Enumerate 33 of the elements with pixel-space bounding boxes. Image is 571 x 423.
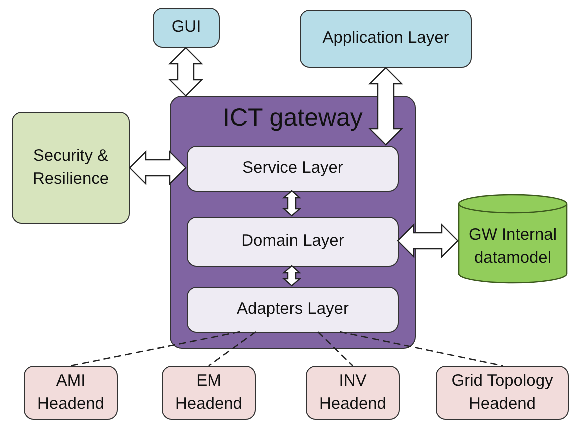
double-block-arrow [397, 224, 459, 258]
double-block-arrow [282, 265, 302, 287]
dashed-connector [340, 331, 504, 367]
node-label: Grid Topology Headend [450, 370, 554, 415]
layer-box [187, 146, 399, 192]
node-label: Security & Resilience [32, 146, 110, 190]
layer-box [187, 217, 399, 267]
node-label: Application Layer [322, 28, 450, 50]
node-label: AMI Headend [36, 370, 106, 415]
layer-box [153, 8, 220, 48]
node-label: Service Layer [242, 158, 344, 180]
security-box [12, 112, 130, 224]
headend-box [436, 366, 569, 420]
double-block-arrow [282, 190, 302, 217]
double-block-arrow [168, 47, 204, 97]
headend-box [162, 366, 256, 420]
database-cylinder [458, 194, 568, 284]
node-label: INV Headend [318, 370, 388, 415]
node-label: GW Internal datamodel [468, 224, 558, 269]
node-label: GUI [170, 17, 202, 38]
node-label: EM Headend [174, 370, 244, 415]
headend-box [24, 366, 118, 420]
gateway-panel [170, 96, 416, 349]
double-block-arrow [368, 67, 404, 146]
dashed-connector [318, 332, 354, 366]
node-label: ICT gateway [222, 103, 364, 134]
layer-box [187, 287, 399, 333]
node-label: Adapters Layer [236, 299, 350, 320]
dashed-connector [70, 331, 240, 367]
double-block-arrow [129, 150, 187, 186]
layer-box [300, 10, 472, 68]
node-label: Domain Layer [240, 231, 346, 252]
headend-box [306, 366, 400, 420]
